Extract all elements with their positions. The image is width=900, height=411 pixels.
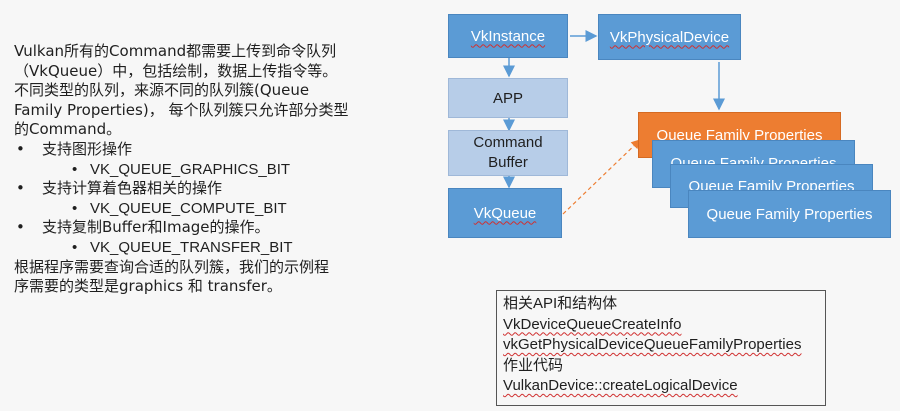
sub-bullet-transfer: • VK_QUEUE_TRANSFER_BIT xyxy=(72,238,406,258)
description-text: Vulkan所有的Command都需要上传到命令队列 （VkQueue）中，包括… xyxy=(14,42,406,297)
node-label: VkPhysicalDevice xyxy=(609,28,730,46)
bullet-label: 支持复制Buffer和Image的操作。 xyxy=(42,218,270,237)
bullet-label: 支持计算着色器相关的操作 xyxy=(42,179,223,198)
flag-name: VK_QUEUE_GRAPHICS_BIT xyxy=(90,160,291,178)
app-node: APP xyxy=(448,78,568,118)
bullet-icon: • xyxy=(72,199,78,217)
node-label: Command xyxy=(473,134,543,151)
arrow-queue-to-family xyxy=(562,139,641,215)
sub-bullet-compute: • VK_QUEUE_COMPUTE_BIT xyxy=(72,199,406,219)
sub-bullet-graphics: • VK_QUEUE_GRAPHICS_BIT xyxy=(72,160,406,180)
bullet-label: 支持图形操作 xyxy=(42,139,133,158)
flag-name: VK_QUEUE_COMPUTE_BIT xyxy=(90,199,287,217)
api-function: vkGetPhysicalDeviceQueueFamilyProperties xyxy=(503,336,802,353)
node-label: APP xyxy=(492,89,523,107)
intro-line: （VkQueue）中，包括绘制，数据上传指令等。 xyxy=(14,61,338,80)
api-reference-box: 相关API和结构体 VkDeviceQueueCreateInfo vkGetP… xyxy=(496,290,826,406)
outro-line: 根据程序需要查询合适的队列簇，我们的示例程 xyxy=(14,257,330,276)
bullet-compute: • 支持计算着色器相关的操作 xyxy=(16,179,406,199)
bullet-icon: • xyxy=(72,160,78,178)
bullet-icon: • xyxy=(72,238,78,256)
vkinstance-node: VkInstance xyxy=(448,14,568,58)
node-label: Queue Family Properties xyxy=(656,127,823,144)
bullet-transfer: • 支持复制Buffer和Image的操作。 xyxy=(16,218,406,238)
intro-line: Family Properties)， 每个队列簇只允许部分类型 xyxy=(14,100,349,119)
command-buffer-node: Command Buffer xyxy=(448,130,568,176)
bullet-icon: • xyxy=(16,139,25,158)
bullet-graphics: • 支持图形操作 xyxy=(16,140,406,160)
node-label: Buffer xyxy=(488,154,528,171)
outro-line: 序需要的类型是graphics 和 transfer。 xyxy=(14,277,282,296)
node-label: Queue Family Properties xyxy=(706,205,873,223)
vkqueue-node: VkQueue xyxy=(448,188,562,238)
code-function: VulkanDevice::createLogicalDevice xyxy=(503,377,738,394)
api-heading: 相关API和结构体 xyxy=(503,295,618,312)
node-label: VkInstance xyxy=(470,27,546,45)
vkphysicaldevice-node: VkPhysicalDevice xyxy=(598,14,741,60)
queue-family-node-4: Queue Family Properties xyxy=(688,190,891,238)
code-heading: 作业代码 xyxy=(503,356,564,374)
intro-line: Vulkan所有的Command都需要上传到命令队列 xyxy=(14,42,337,60)
node-label: VkQueue xyxy=(473,204,537,222)
bullet-icon: • xyxy=(16,218,25,237)
intro-line: 不同类型的队列，来源不同的队列簇(Queue xyxy=(14,81,310,100)
intro-line: 的Command。 xyxy=(14,120,122,139)
bullet-icon: • xyxy=(16,179,25,198)
api-struct: VkDeviceQueueCreateInfo xyxy=(503,315,682,333)
flag-name: VK_QUEUE_TRANSFER_BIT xyxy=(90,238,293,256)
